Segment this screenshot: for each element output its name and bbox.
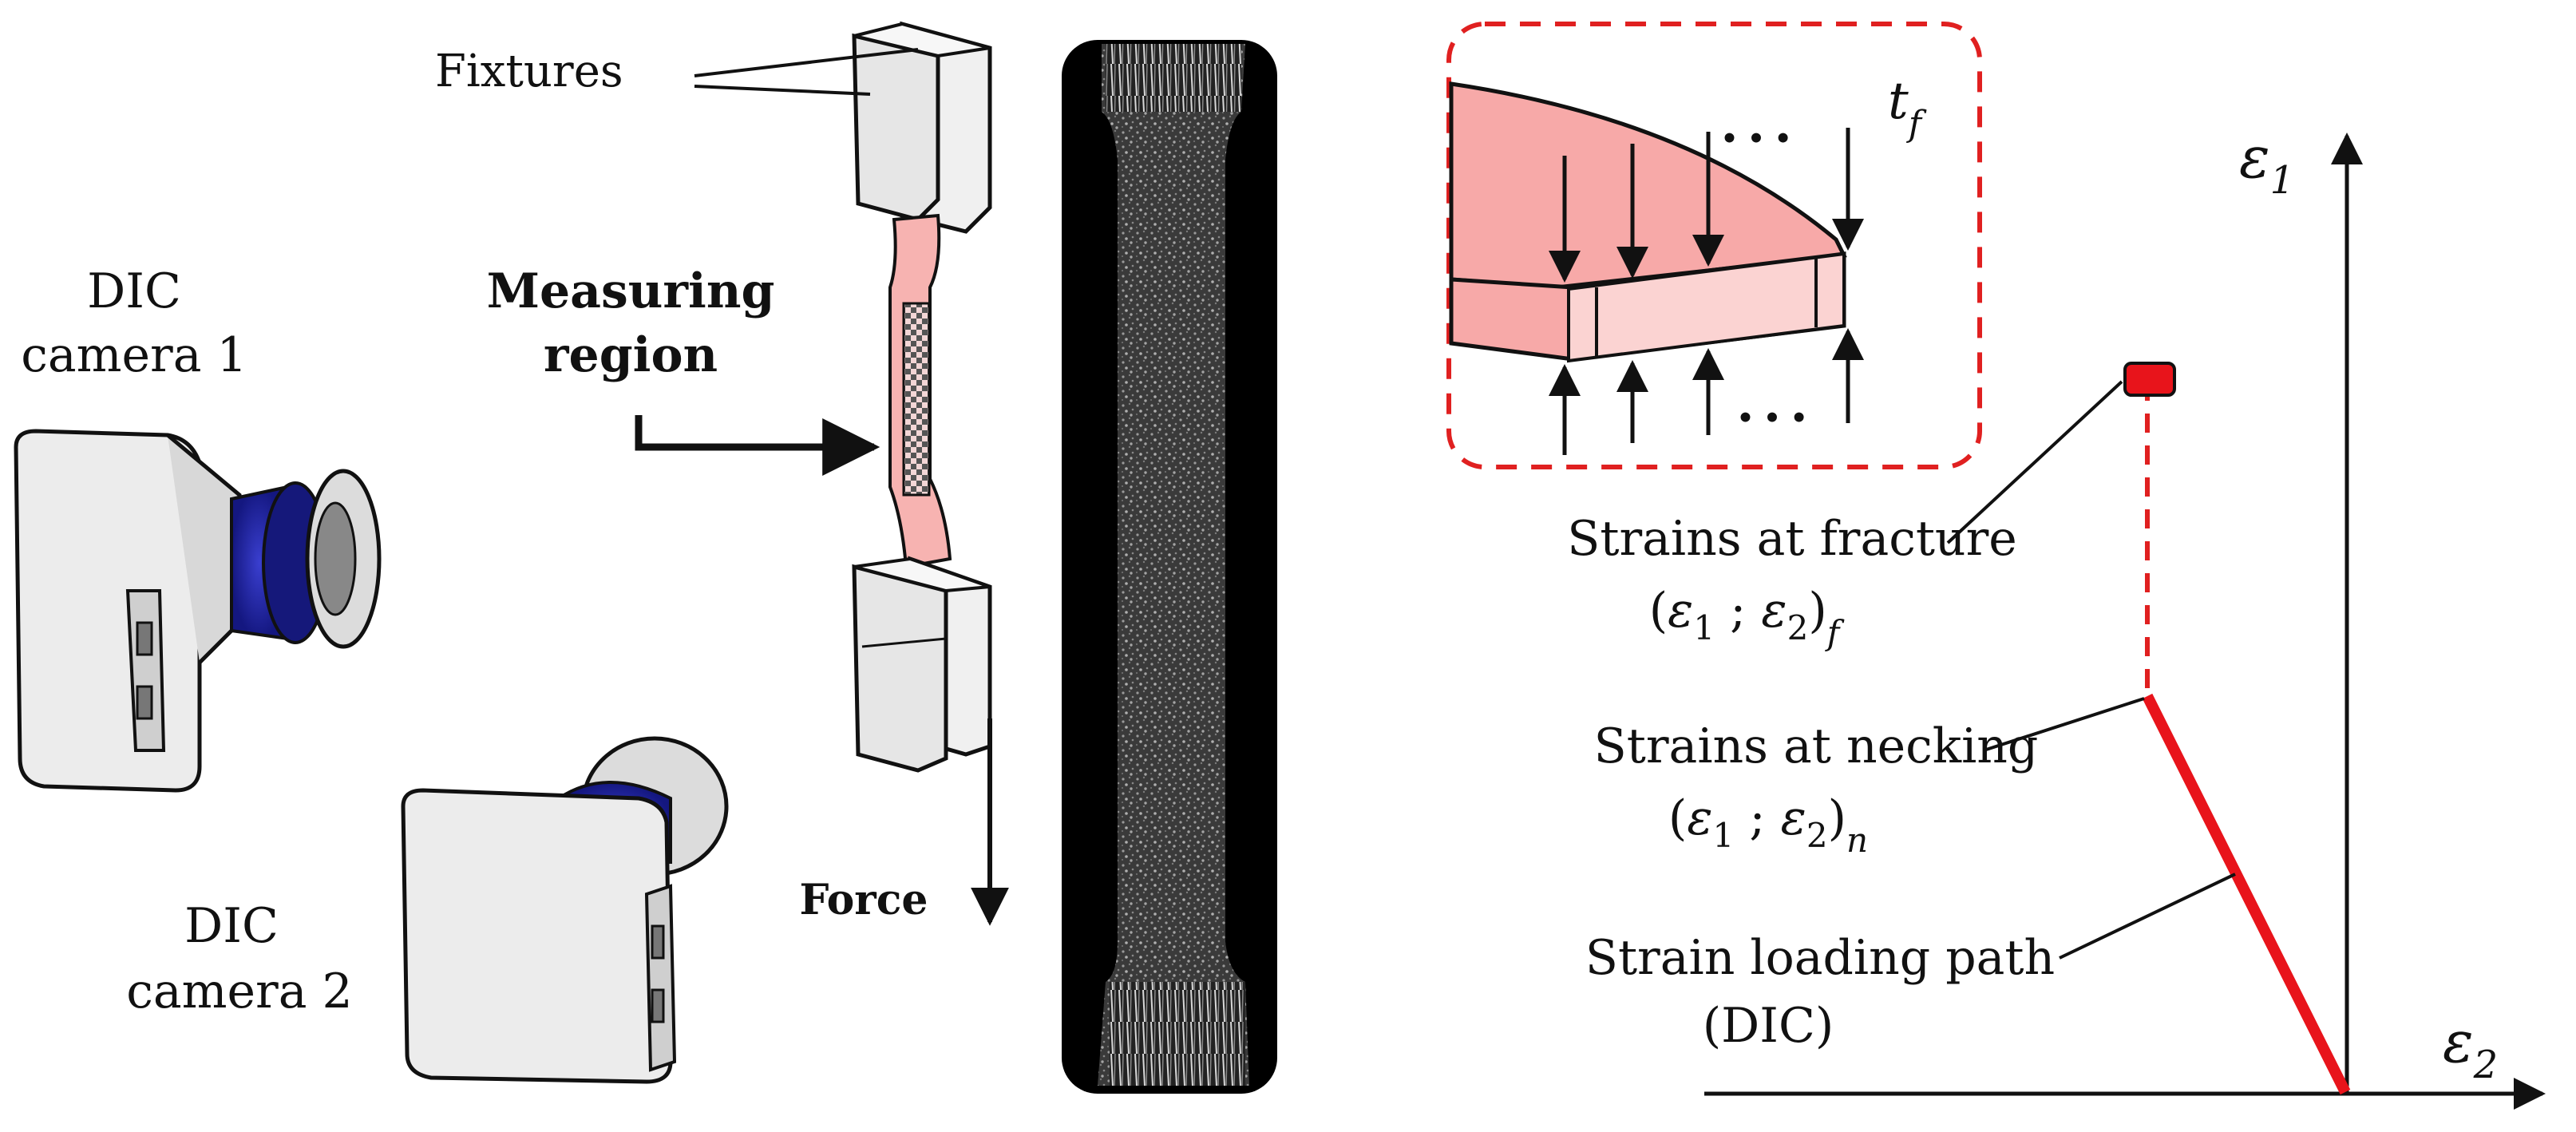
force-label: Force xyxy=(800,876,928,924)
tf-label: tf xyxy=(1888,72,1927,144)
necking-label: Strains at necking xyxy=(1594,718,2039,774)
necking-formula: (ε1 ; ε2)n xyxy=(1668,790,1868,860)
thickness-inset-icon xyxy=(1446,22,1982,469)
measuring-region-label-1: Measuring xyxy=(487,263,775,319)
epsilon2-axis-label: ε2 xyxy=(2443,1008,2498,1087)
fracture-formula: (ε1 ; ε2)f xyxy=(1649,583,1845,652)
fracture-marker-icon xyxy=(2123,362,2176,397)
dots-bottom: • • • xyxy=(1737,402,1808,434)
tensile-fixture-icon xyxy=(635,21,1009,926)
dots-top: • • • xyxy=(1721,123,1792,155)
dic-camera-2-icon xyxy=(401,736,729,1084)
epsilon1-axis-label: ε1 xyxy=(2239,124,2294,203)
strain-diagram xyxy=(1704,133,2546,1110)
measuring-region-arrow xyxy=(635,415,880,476)
loading-path-label-1: Strain loading path xyxy=(1585,930,2055,986)
camera-2-label-2: camera 2 xyxy=(126,964,352,1019)
path-leader xyxy=(2059,873,2236,960)
necking-leader xyxy=(1983,697,2145,752)
fracture-leader xyxy=(1946,380,2123,544)
camera-1-label-1: DIC xyxy=(87,263,181,319)
fixtures-label: Fixtures xyxy=(435,46,623,97)
fixtures-leader-1 xyxy=(694,48,919,77)
fixtures-leader-2 xyxy=(694,85,871,96)
loading-path-label-2: (DIC) xyxy=(1703,998,1834,1054)
fracture-label: Strains at fracture xyxy=(1567,511,2017,567)
measuring-region-label-2: region xyxy=(544,327,718,383)
specimen-photo-icon xyxy=(1062,40,1277,1094)
camera-1-label-2: camera 1 xyxy=(21,327,247,383)
dic-camera-1-icon xyxy=(14,429,382,793)
strain-loading-path-line xyxy=(2142,693,2351,1095)
camera-2-label-1: DIC xyxy=(184,898,279,954)
